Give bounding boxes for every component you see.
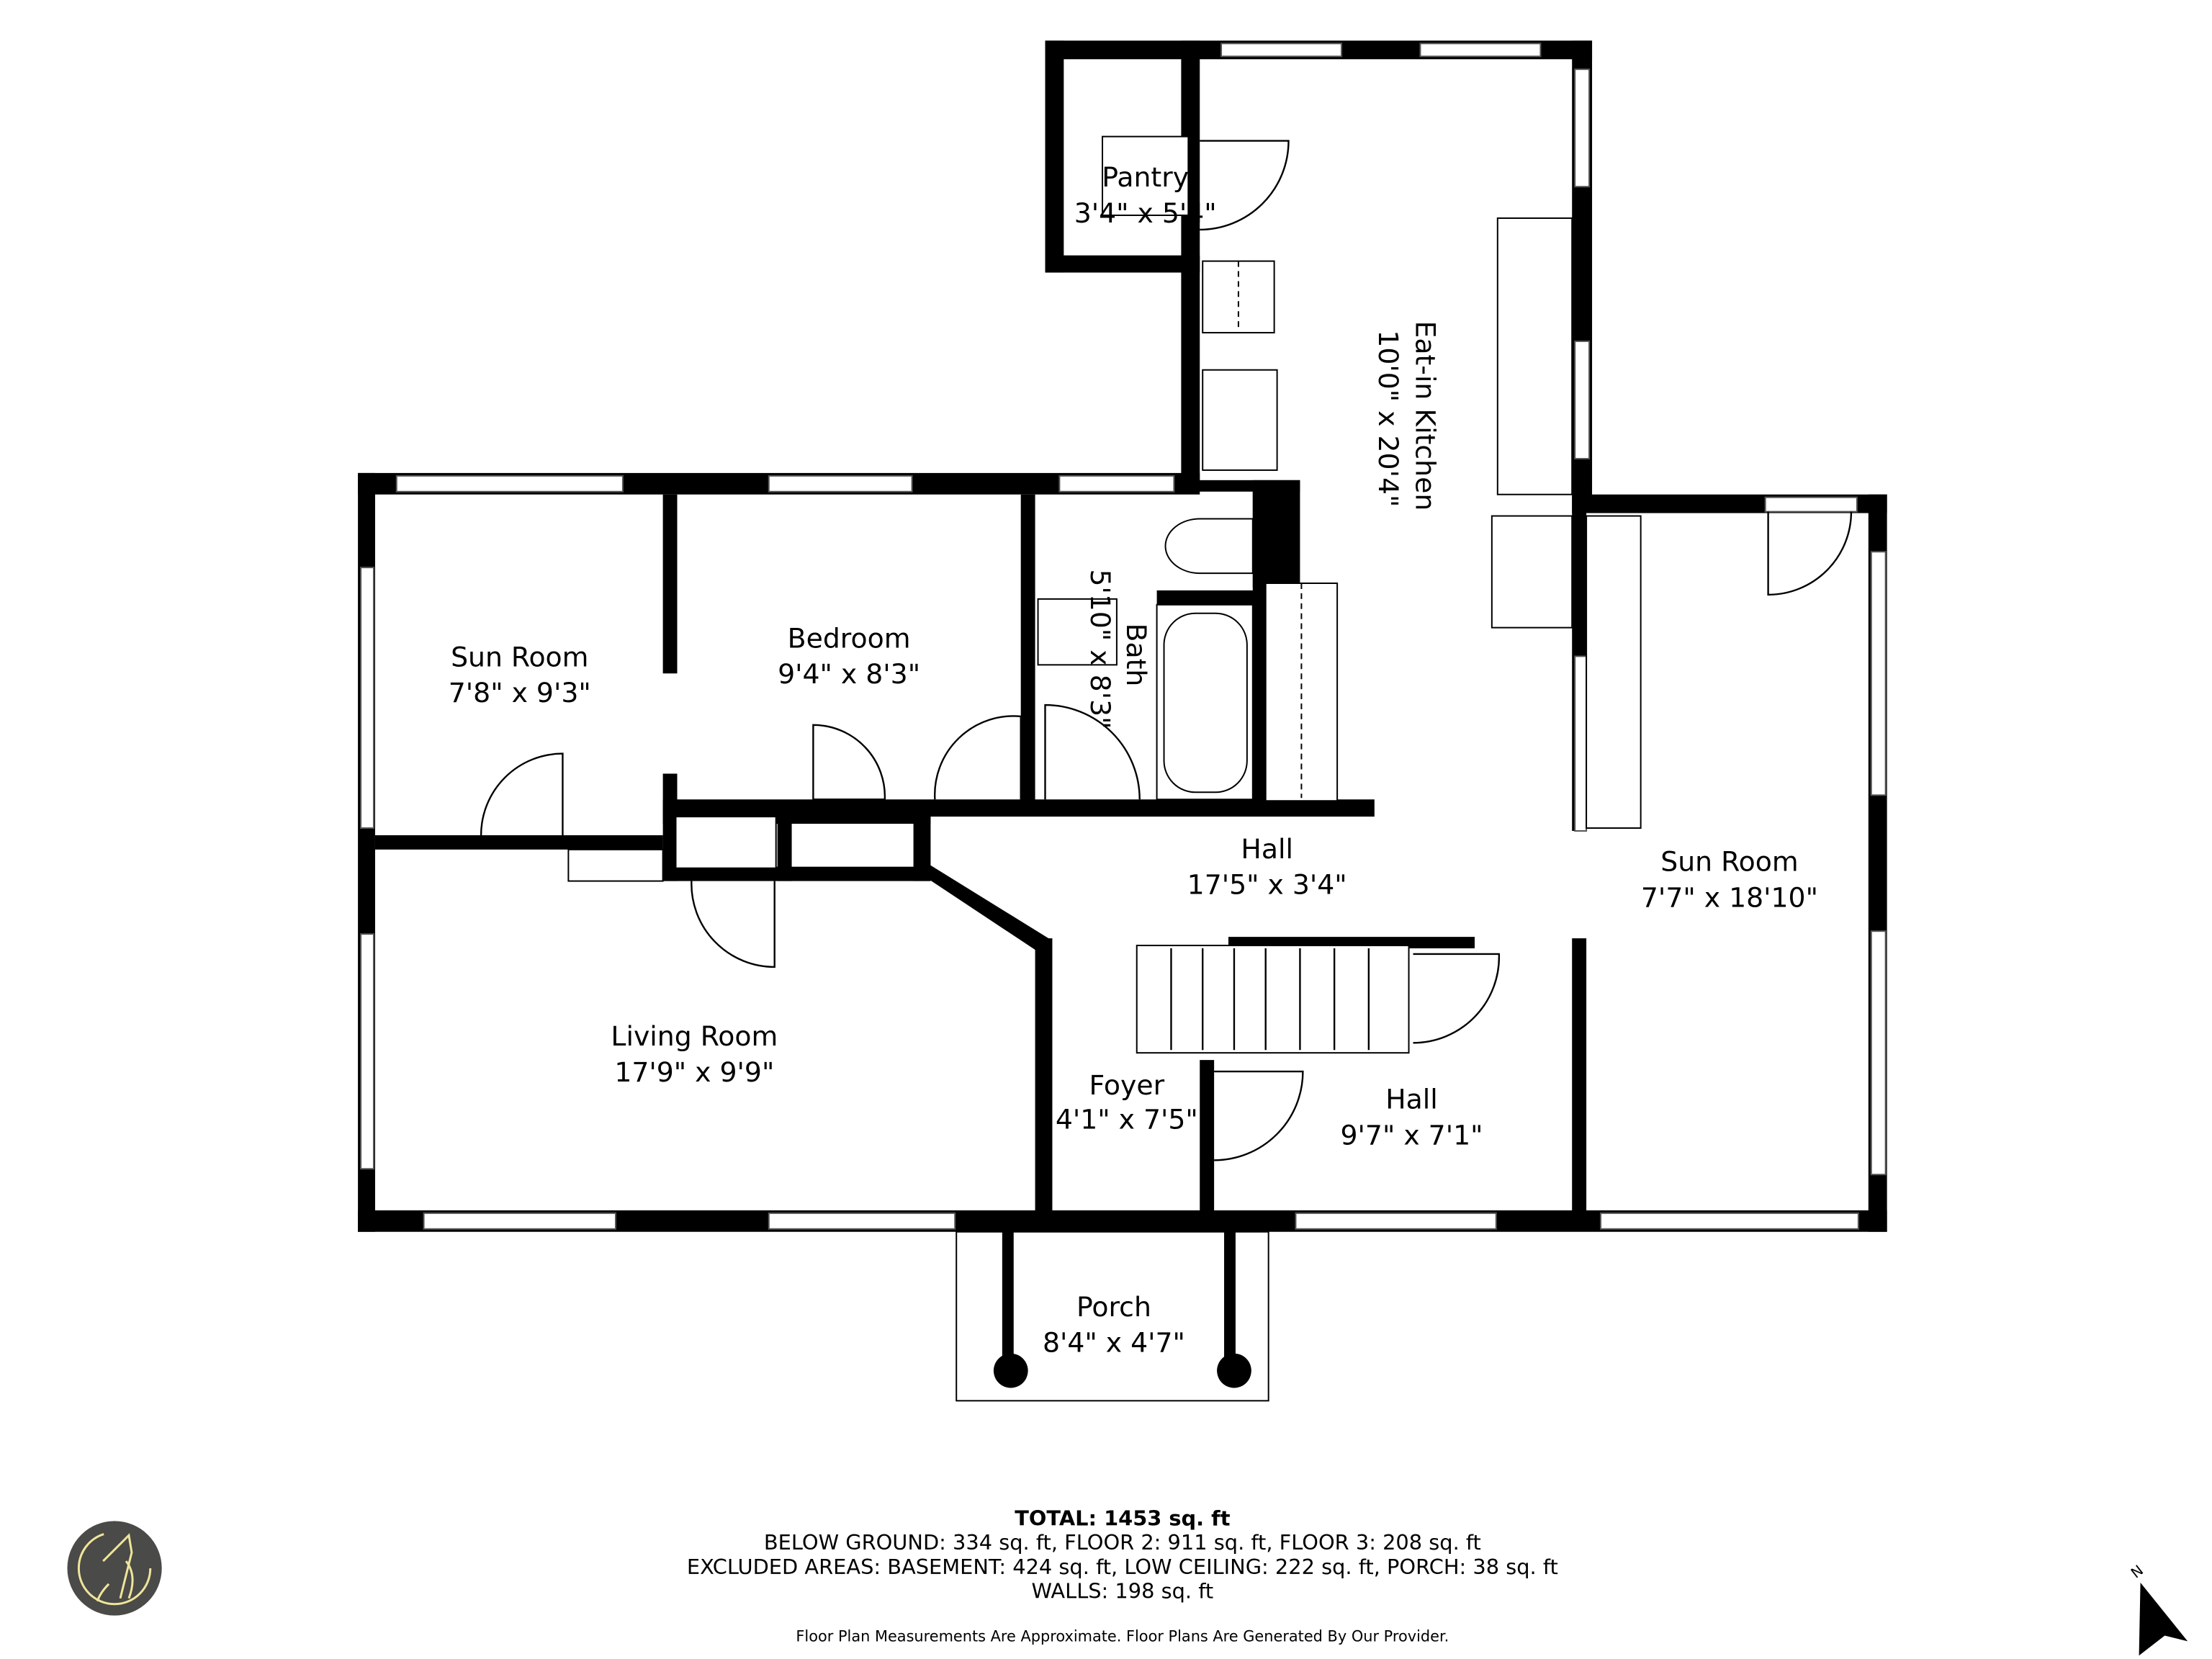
room-sunroom-1-dims: 7'8" x 9'3" [449,677,591,709]
walls-area: WALLS: 198 sq. ft [1031,1579,1213,1604]
compass-label: N [2128,1562,2146,1581]
room-porch-name: Porch [1076,1291,1151,1323]
room-labels: Pantry 3'4" x 5'4" Eat-in Kitchen 10'0" … [449,161,1818,1359]
room-sunroom-2-dims: 7'7" x 18'10" [1641,881,1818,913]
room-foyer-dims: 4'1" x 7'5" [1056,1104,1198,1136]
disclaimer: Floor Plan Measurements Are Approximate.… [796,1627,1449,1645]
room-hall-2-dims: 9'7" x 7'1" [1341,1119,1483,1151]
excluded-areas: EXCLUDED AREAS: BASEMENT: 424 sq. ft, LO… [687,1555,1558,1579]
room-sunroom-2-name: Sun Room [1660,846,1798,878]
room-kitchen-name: Eat-in Kitchen [1409,320,1441,511]
room-living-dims: 17'9" x 9'9" [614,1056,774,1088]
room-hall-1-name: Hall [1241,833,1293,865]
area-summary: TOTAL: 1453 sq. ft BELOW GROUND: 334 sq.… [687,1506,1558,1645]
room-bath-dims: 5'10" x 8'3" [1084,569,1116,729]
north-arrow-icon: N [2128,1562,2188,1656]
room-bath-name: Bath [1120,624,1152,687]
room-hall-1-dims: 17'5" x 3'4" [1187,868,1347,900]
room-bedroom-dims: 9'4" x 8'3" [778,658,920,690]
room-bedroom-name: Bedroom [788,622,911,654]
room-porch-dims: 8'4" x 4'7" [1043,1327,1185,1359]
room-foyer-name: Foyer [1089,1069,1165,1101]
room-kitchen-dims: 10'0" x 20'4" [1372,330,1404,507]
area-breakdown: BELOW GROUND: 334 sq. ft, FLOOR 2: 911 s… [764,1530,1481,1555]
howling-wolf-logo [67,1521,162,1616]
fixtures [480,135,1853,1402]
room-pantry-dims: 3'4" x 5'4" [1074,197,1217,229]
room-sunroom-1-name: Sun Room [451,641,588,673]
total-area: TOTAL: 1453 sq. ft [1015,1506,1230,1530]
room-hall-2-name: Hall [1385,1084,1438,1115]
room-pantry-name: Pantry [1102,161,1189,193]
room-living-name: Living Room [611,1020,778,1052]
windows [360,42,1887,1230]
